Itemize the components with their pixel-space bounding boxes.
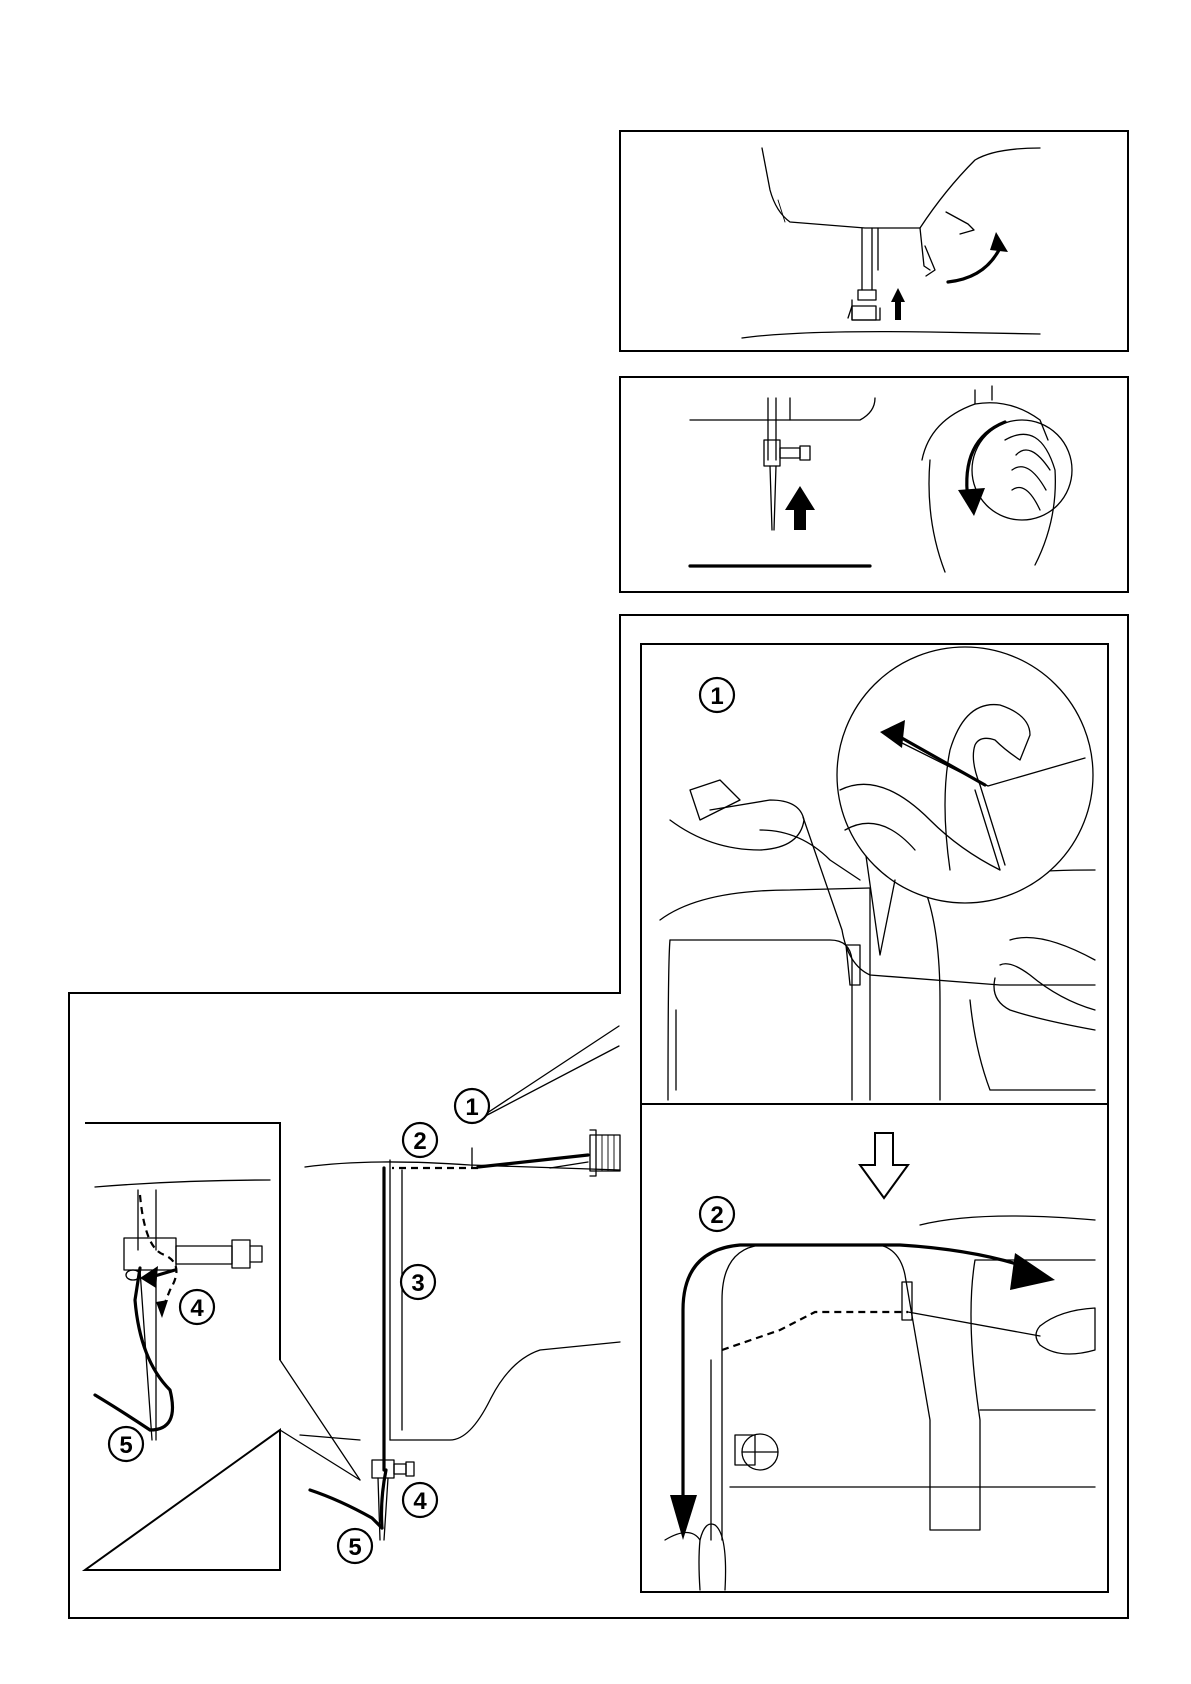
main-machine-threading: 1 2 3 4 5 [300,1026,620,1563]
inset-thread-guide: 1 [641,644,1108,1104]
step-label-1-main: 1 [465,1094,478,1121]
step-label-4-inset: 4 [190,1295,204,1322]
step-label-4-main: 4 [413,1488,427,1515]
step-label-3-main: 3 [411,1270,424,1297]
hollow-down-arrow-icon [860,1133,908,1198]
step-label-2: 2 [710,1202,723,1229]
inset-needle-detail: 4 5 [85,1123,360,1570]
step-label-1: 1 [710,683,723,710]
panel-raise-needle [620,377,1128,592]
step-label-5-main: 5 [348,1534,361,1561]
step-label-2-main: 2 [413,1128,426,1155]
step-label-5-inset: 5 [119,1432,132,1459]
panel-raise-presser-foot [620,131,1128,351]
